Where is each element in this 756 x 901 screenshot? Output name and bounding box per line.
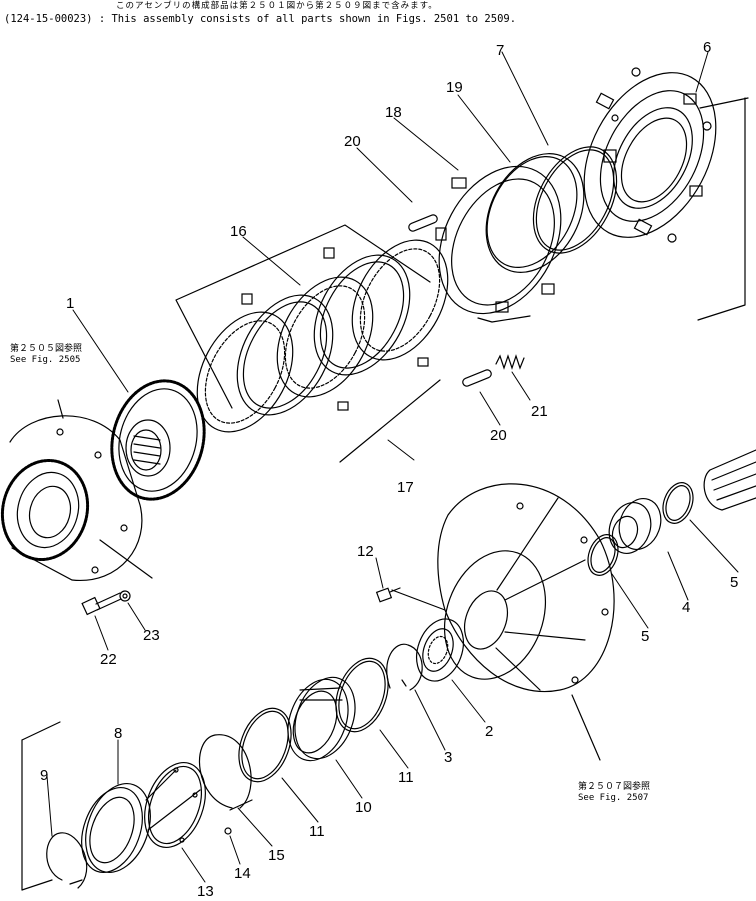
callout-numbers: 1 2 3 4 5 5 6 7 8 9 10 11 11 12 13 14 15… [40, 39, 738, 900]
part-pin-20-bottom [462, 369, 492, 387]
part-snap-ring-15 [198, 734, 253, 811]
callout-3: 3 [444, 749, 452, 766]
leader-plate [477, 315, 531, 323]
callout-19: 19 [446, 79, 463, 96]
header: このアセンブリの構成部品は第２５０１図から第２５０９図まで含みます。 (124-… [4, 0, 752, 26]
callout-11b: 11 [309, 823, 325, 840]
bracket-bottom-left [21, 721, 61, 891]
reference-fig-2505: 第２５０５図参照 See Fig. 2505 [10, 344, 82, 366]
part-bolt-22 [81, 592, 122, 616]
part-snap-ring-9 [46, 832, 88, 889]
callout-12: 12 [357, 543, 374, 560]
header-english: (124-15-00023) : This assembly consists … [4, 13, 517, 25]
part-housing-6 [583, 67, 749, 321]
part-gear-1 [110, 379, 206, 501]
part-bolt-12 [375, 587, 401, 603]
callout-10: 10 [355, 799, 372, 816]
part-ring-11-lower [238, 707, 292, 783]
callout-5a: 5 [730, 574, 738, 591]
callout-23: 23 [143, 627, 160, 644]
callout-13: 13 [197, 883, 214, 900]
callout-6: 6 [703, 39, 711, 56]
part-disc-pack-16-17 [175, 224, 449, 463]
part-plate-18 [435, 165, 562, 315]
callout-20b: 20 [490, 427, 507, 444]
part-pin-20-top [408, 214, 438, 232]
part-washer-23 [119, 590, 131, 602]
part-snap-ring-5-right [662, 482, 694, 524]
part-casing-left [0, 399, 153, 581]
header-japanese: このアセンブリの構成部品は第２５０１図から第２５０９図まで含みます。 [116, 1, 438, 11]
part-pin-14 [224, 827, 232, 835]
part-ring-19 [485, 153, 585, 273]
callout-7: 7 [496, 42, 504, 59]
callout-5b: 5 [641, 628, 649, 645]
callout-21: 21 [531, 403, 548, 420]
callout-22: 22 [100, 651, 117, 668]
part-piston-10 [287, 676, 356, 762]
callout-14: 14 [234, 865, 251, 882]
callout-15: 15 [268, 847, 285, 864]
callout-1: 1 [66, 295, 74, 312]
callout-4: 4 [682, 599, 690, 616]
callout-17: 17 [397, 479, 414, 496]
part-cover-2507 [391, 483, 615, 761]
callout-11a: 11 [398, 769, 414, 786]
part-seal-8 [81, 782, 151, 874]
reference-2505-jp: 第２５０５図参照 [10, 344, 83, 354]
reference-2507-jp: 第２５０７図参照 [578, 782, 651, 792]
callout-8: 8 [114, 725, 122, 742]
callout-16: 16 [230, 223, 247, 240]
reference-fig-2507: 第２５０７図参照 See Fig. 2507 [578, 782, 650, 804]
part-snap-ring-3 [386, 643, 423, 691]
callout-2: 2 [485, 723, 493, 740]
callout-20a: 20 [344, 133, 361, 150]
part-shaft [703, 449, 756, 511]
part-bearing-2 [416, 618, 464, 682]
leader-lines [46, 51, 739, 883]
part-ring-7 [532, 146, 618, 254]
part-sleeve-13 [144, 761, 206, 849]
part-spring-21 [495, 354, 525, 370]
callout-9: 9 [40, 767, 48, 784]
part-snap-ring-5-left [587, 534, 619, 576]
reference-2505-en: See Fig. 2505 [10, 355, 81, 365]
callout-18: 18 [385, 104, 402, 121]
part-seal-4 [608, 498, 662, 554]
reference-2507-en: See Fig. 2507 [578, 793, 649, 803]
